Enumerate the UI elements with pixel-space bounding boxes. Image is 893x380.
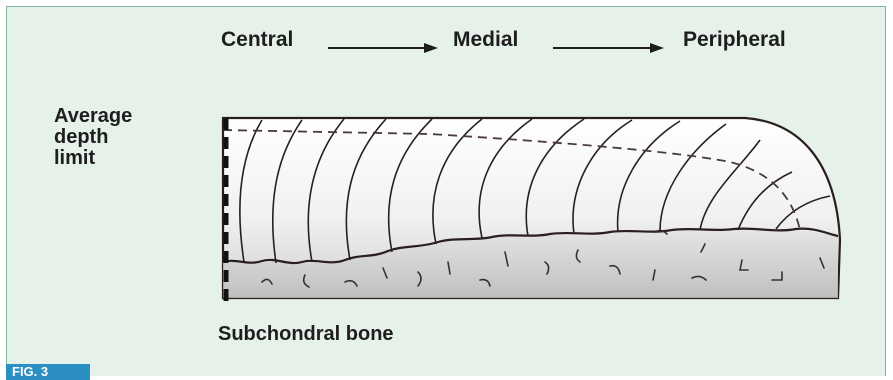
arrow-central-to-medial [328, 43, 438, 53]
figure-tag: FIG. 3 [6, 364, 90, 380]
arrow-medial-to-peripheral [553, 43, 664, 53]
